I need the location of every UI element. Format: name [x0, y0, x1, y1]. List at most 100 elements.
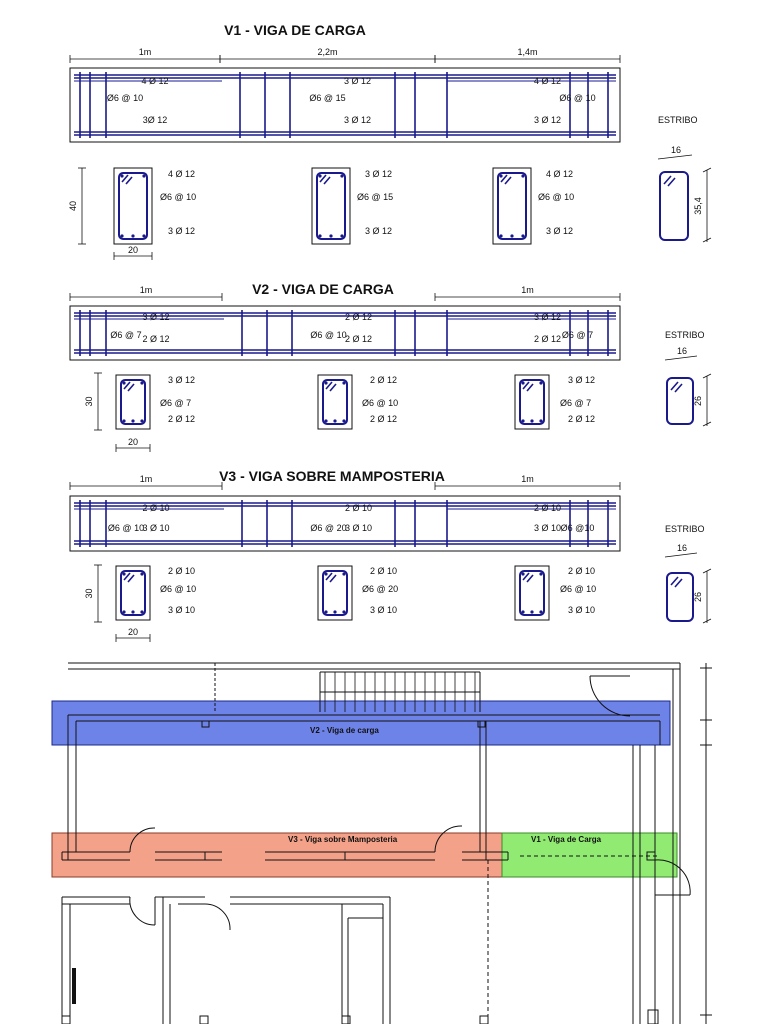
v3-span-length: 1m — [140, 474, 153, 484]
v3-span-bottom-bars: 3 Ø 10 — [345, 523, 372, 533]
v2-stirrups — [79, 310, 609, 356]
v2-section-bottom-bars: 2 Ø 12 — [568, 414, 595, 424]
v3-section-height: 30 — [84, 588, 94, 598]
v2-section-stirrup-spacing: Ø6 @ 7 — [560, 398, 591, 408]
v3-section-stirrup-spacing: Ø6 @ 10 — [560, 584, 596, 594]
v3-estribo-width: 16 — [677, 543, 687, 553]
v2-span-stirrup-spacing: Ø6 @ 7 — [562, 330, 593, 340]
v1-span-top-bars: 4 Ø 12 — [141, 76, 168, 86]
v1-span-top-bars: 4 Ø 12 — [534, 76, 561, 86]
v3-cross-section — [514, 565, 550, 621]
v2-span-top-bars: 3 Ø 12 — [534, 312, 561, 322]
v2-section-stirrup-spacing: Ø6 @ 10 — [362, 398, 398, 408]
v1-section-bottom-bars: 3 Ø 12 — [168, 226, 195, 236]
v1-section-top-bars: 3 Ø 12 — [365, 169, 392, 179]
v1-elevation-outline — [69, 67, 621, 143]
v1-span-stirrup-spacing: Ø6 @ 15 — [309, 93, 345, 103]
v3-section-top-bars: 2 Ø 10 — [168, 566, 195, 576]
window-mark — [72, 968, 76, 1004]
v1-estribo-label: ESTRIBO — [658, 115, 698, 125]
v2-title: V2 - VIGA DE CARGA — [252, 281, 394, 297]
v3-estribo-height: 26 — [693, 592, 703, 602]
v1-section-width: 20 — [128, 245, 138, 255]
v3-longitudinal-rebar — [74, 502, 616, 545]
v3-estribo-label: ESTRIBO — [665, 524, 705, 534]
v1-section-stirrup-spacing: Ø6 @ 15 — [357, 192, 393, 202]
v3-span-stirrup-spacing: Ø6 @ 10 — [108, 523, 144, 533]
floor-plan: V2 - Viga de carga V3 - Viga sobre Mampo… — [51, 662, 712, 1024]
v1-span-bottom-bars: 3 Ø 12 — [534, 115, 561, 125]
v2-cross-section — [317, 374, 353, 430]
v1-span-length: 1,4m — [517, 47, 537, 57]
v2-span-length: 1m — [521, 285, 534, 295]
v3-span-bottom-bars: 3 Ø 10 — [142, 523, 169, 533]
v2-span-bottom-bars: 2 Ø 12 — [534, 334, 561, 344]
v2-cross-section — [514, 374, 550, 430]
v1-section-bottom-bars: 3 Ø 12 — [546, 226, 573, 236]
v2-beam-highlight[interactable] — [51, 700, 671, 746]
v1-cross-section — [492, 167, 532, 245]
v3-estribo-detail: ESTRIBO 16 26 — [664, 524, 712, 624]
v2-section-top-bars: 3 Ø 12 — [168, 375, 195, 385]
v3-beam-detail: V3 - VIGA SOBRE MAMPOSTERIA 1m 2 Ø 10 Ø6 @ … — [69, 468, 712, 642]
v1-span-top-bars: 3 Ø 12 — [344, 76, 371, 86]
v3-section-bottom-bars: 3 Ø 10 — [370, 605, 397, 615]
v3-title: V3 - VIGA SOBRE MAMPOSTERIA — [219, 468, 445, 484]
v1-estribo-width: 16 — [671, 145, 681, 155]
v1-cross-section — [113, 167, 153, 245]
v2-estribo-height: 26 — [693, 396, 703, 406]
v2-section-height: 30 — [84, 396, 94, 406]
v1-section-top-bars: 4 Ø 12 — [546, 169, 573, 179]
v3-section-top-bars: 2 Ø 10 — [370, 566, 397, 576]
v3-cross-section — [115, 565, 151, 621]
beam-details: V1 - VIGA DE CARGA 1m 4 Ø 12 Ø6 @ 10 3Ø 12 2,… — [68, 22, 712, 642]
v2-span-top-bars: 3 Ø 12 — [142, 312, 169, 322]
v3-span-stirrup-spacing: Ø6 @ 20 — [310, 523, 346, 533]
v1-beam-highlight[interactable] — [501, 832, 678, 878]
v1-longitudinal-rebar — [74, 74, 616, 136]
v1-span-stirrup-spacing: Ø6 @ 10 — [559, 93, 595, 103]
staircase-treads — [324, 672, 476, 712]
v3-span-top-bars: 2 Ø 10 — [142, 503, 169, 513]
v2-span-stirrup-spacing: Ø6 @ 10 — [310, 330, 346, 340]
v3-span-top-bars: 2 Ø 10 — [534, 503, 561, 513]
v1-stirrups — [79, 72, 609, 138]
v2-band-label: V2 - Viga de carga — [310, 726, 379, 735]
v1-span-bottom-bars: 3Ø 12 — [143, 115, 168, 125]
v1-title: V1 - VIGA DE CARGA — [224, 22, 366, 38]
v2-section-top-bars: 3 Ø 12 — [568, 375, 595, 385]
v1-span-stirrup-spacing: Ø6 @ 10 — [107, 93, 143, 103]
v3-span-bottom-bars: 3 Ø 10 — [534, 523, 561, 533]
v3-section-top-bars: 2 Ø 10 — [568, 566, 595, 576]
v1-beam-detail: V1 - VIGA DE CARGA 1m 4 Ø 12 Ø6 @ 10 3Ø 12 2,… — [68, 22, 712, 260]
v3-beam-highlight[interactable] — [51, 832, 503, 878]
v3-section-width: 20 — [128, 627, 138, 637]
v3-section-stirrup-spacing: Ø6 @ 20 — [362, 584, 398, 594]
v3-cross-section — [317, 565, 353, 621]
v2-section-bottom-bars: 2 Ø 12 — [370, 414, 397, 424]
v2-estribo-width: 16 — [677, 346, 687, 356]
v2-span-bottom-bars: 2 Ø 12 — [345, 334, 372, 344]
plan-walls — [61, 662, 712, 1024]
v2-cross-section — [115, 374, 151, 430]
v2-span-bottom-bars: 2 Ø 12 — [142, 334, 169, 344]
v2-span-length: 1m — [140, 285, 153, 295]
v2-elevation-outline — [69, 305, 621, 361]
v1-section-stirrup-spacing: Ø6 @ 10 — [160, 192, 196, 202]
v1-section-top-bars: 4 Ø 12 — [168, 169, 195, 179]
v3-span-top-bars: 2 Ø 10 — [345, 503, 372, 513]
v1-section-bottom-bars: 3 Ø 12 — [365, 226, 392, 236]
v1-span-bottom-bars: 3 Ø 12 — [344, 115, 371, 125]
v3-elevation-outline — [69, 495, 621, 552]
v1-estribo-height: 35,4 — [693, 197, 703, 215]
v2-span-stirrup-spacing: Ø6 @ 7 — [110, 330, 141, 340]
v1-band-label: V1 - Viga de Carga — [531, 835, 602, 844]
v1-span-length: 1m — [139, 47, 152, 57]
v3-stirrups — [79, 500, 609, 547]
v3-section-bottom-bars: 3 Ø 10 — [168, 605, 195, 615]
v2-longitudinal-rebar — [74, 312, 616, 354]
v2-section-bottom-bars: 2 Ø 12 — [168, 414, 195, 424]
v1-span-length: 2,2m — [317, 47, 337, 57]
